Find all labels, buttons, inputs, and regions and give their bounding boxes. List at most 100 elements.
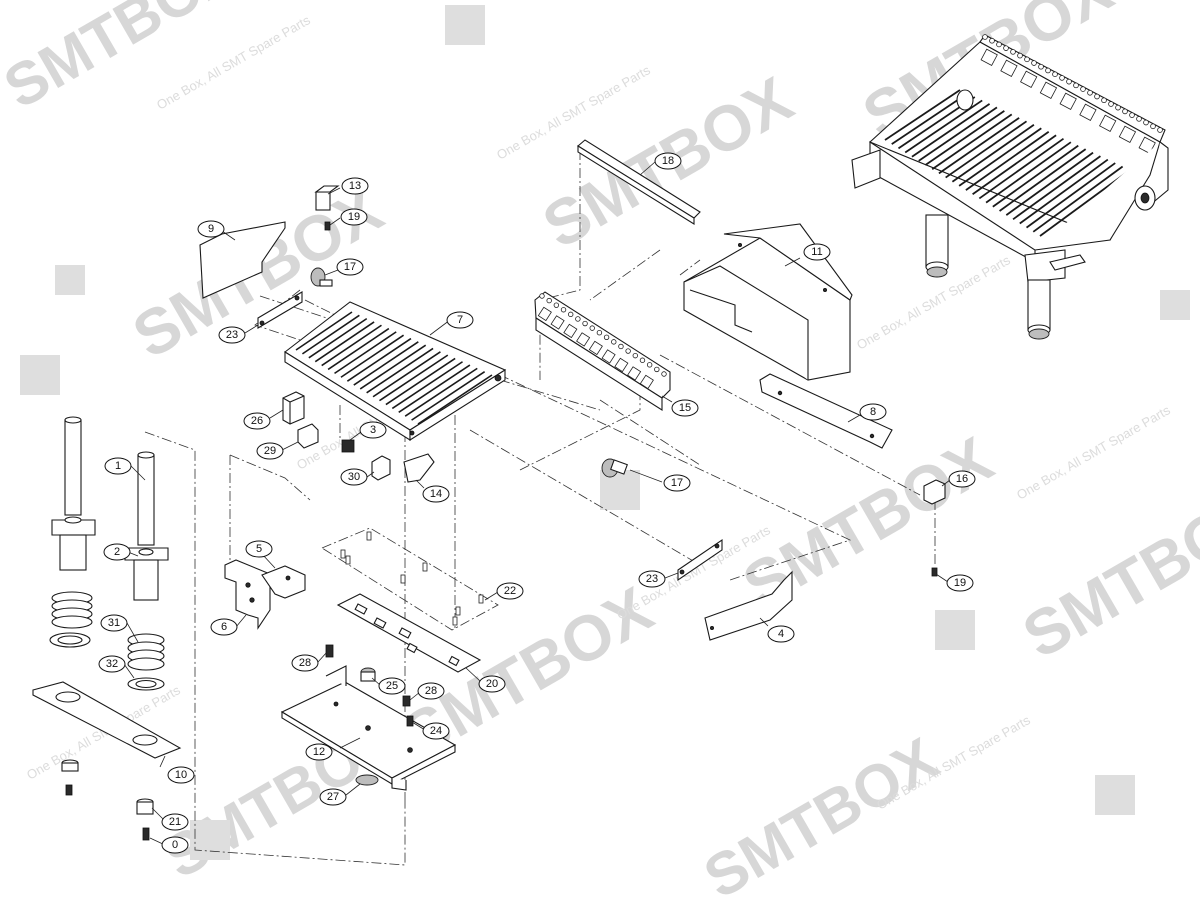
svg-text:6: 6	[221, 621, 227, 633]
unit-top-slot	[1039, 81, 1058, 99]
washer-32	[127, 677, 165, 691]
callout-17-lower: 17	[663, 474, 691, 492]
callout-10: 10	[167, 766, 195, 784]
tray-rail-line	[366, 347, 434, 394]
callout-12: 12	[305, 743, 333, 761]
unit-top-slot	[1079, 103, 1097, 121]
tray-rail-line	[340, 334, 405, 378]
pin-22	[400, 574, 406, 584]
tray-rail-line	[301, 314, 360, 355]
svg-text:27: 27	[327, 791, 339, 803]
unit-top-tooth	[1122, 108, 1128, 115]
svg-text:7: 7	[457, 314, 463, 326]
part-18-rail	[577, 139, 701, 225]
rail-15-slot	[614, 357, 629, 373]
svg-text:2: 2	[114, 546, 120, 558]
unit-top-tooth	[1101, 97, 1107, 104]
callout-13: 13	[341, 177, 369, 195]
svg-text:17: 17	[671, 477, 683, 489]
unit-top-tooth	[1087, 90, 1093, 96]
unit-rail-line	[1012, 155, 1101, 221]
rail-15-tooth	[589, 325, 595, 331]
tray-rail-line	[314, 321, 375, 363]
watermark-brand: SMTBOX	[1011, 473, 1200, 672]
svg-text:8: 8	[870, 406, 876, 418]
assembled-unit	[851, 34, 1169, 340]
svg-text:18: 18	[662, 155, 674, 167]
part-12-base-bar	[280, 665, 457, 791]
svg-text:20: 20	[486, 678, 498, 690]
svg-text:1: 1	[115, 460, 121, 472]
callout-29: 29	[256, 442, 284, 460]
svg-text:32: 32	[106, 658, 118, 670]
svg-text:11: 11	[811, 246, 822, 258]
callout-9: 9	[197, 220, 225, 238]
callout-24: 24	[422, 722, 450, 740]
unit-slots	[980, 34, 1163, 154]
unit-top-tooth	[1157, 127, 1163, 133]
callout-23-lower: 23	[638, 570, 666, 588]
callout-5: 5	[245, 540, 273, 558]
part-22-pin-set	[321, 527, 499, 631]
tray-rail-line	[308, 317, 368, 359]
rail-15-tooth	[654, 366, 660, 373]
svg-text:0: 0	[172, 839, 178, 851]
unit-rail-line	[911, 103, 991, 158]
callout-28-right: 28	[417, 682, 445, 700]
tray-rail-line	[327, 327, 390, 371]
unit-rail-line	[978, 137, 1064, 200]
svg-text:15: 15	[679, 402, 691, 414]
unit-top-tooth	[996, 41, 1002, 48]
svg-text:23: 23	[646, 573, 658, 585]
callout-16: 16	[948, 470, 976, 488]
tray-rail-line	[321, 324, 382, 367]
rail-15-tooth	[539, 293, 545, 299]
unit-top-slot	[1020, 70, 1038, 88]
unit-top-tooth	[1094, 93, 1100, 100]
callout-2: 2	[103, 543, 131, 561]
svg-text:24: 24	[430, 725, 442, 737]
part-23-bracket-upper	[244, 291, 303, 334]
unit-rail-line	[884, 89, 961, 141]
pin-22	[452, 616, 458, 626]
rail-15-teeth	[537, 293, 667, 390]
unit-top-slot	[1000, 59, 1018, 77]
unit-rail-line	[1019, 158, 1109, 225]
pin-22	[422, 562, 428, 572]
unit-top-tooth	[1136, 116, 1142, 122]
rail-15-tooth	[596, 330, 603, 336]
unit-top-tooth	[982, 34, 988, 40]
rail-15-tooth	[575, 316, 581, 322]
rail-15-tooth	[582, 320, 588, 327]
callout-19-upper: 19	[340, 208, 368, 226]
part-15-connector-rail	[534, 291, 673, 412]
unit-top-tooth	[1143, 119, 1149, 126]
svg-text:5: 5	[256, 543, 262, 555]
watermark-box-logo	[20, 5, 1190, 860]
tray-rail-line	[359, 344, 427, 390]
pin-22	[366, 531, 372, 541]
unit-top-tooth	[1066, 78, 1072, 85]
unit-top-tooth	[1038, 63, 1044, 70]
tray-rail-line	[372, 351, 441, 398]
unit-top-tooth	[1059, 75, 1065, 81]
unit-rail-line	[958, 127, 1042, 187]
part-29-clip	[281, 423, 319, 451]
pin-22	[340, 549, 346, 559]
part-9-side-plate	[199, 221, 286, 299]
svg-text:12: 12	[313, 746, 325, 758]
svg-text:26: 26	[251, 415, 263, 427]
watermark-tagline: One Box, All SMT Spare Parts	[1014, 402, 1173, 503]
callout-23-upper: 23	[218, 326, 246, 344]
tray-rail-line	[404, 367, 478, 417]
unit-rail-line	[999, 148, 1087, 212]
rail-15-tooth	[646, 362, 653, 368]
unit-top-slot	[1118, 125, 1137, 143]
rail-15-slot	[639, 374, 654, 390]
part-3-block	[341, 431, 362, 453]
part-19-screw-upper	[324, 217, 341, 231]
part-4-plate	[704, 570, 793, 641]
unit-top-tooth	[1031, 60, 1037, 66]
unit-top-tooth	[1073, 82, 1079, 89]
unit-top-slot	[1099, 114, 1117, 132]
